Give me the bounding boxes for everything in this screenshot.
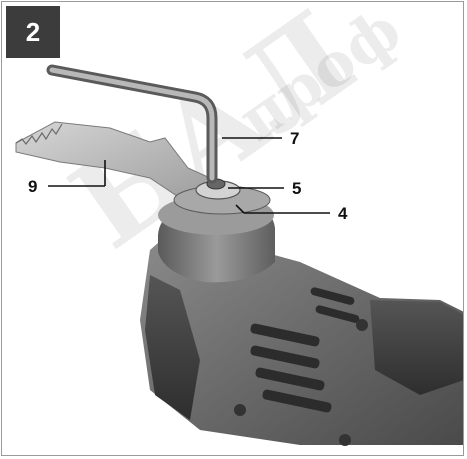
blade-teeth bbox=[15, 123, 63, 145]
vent-slots bbox=[250, 287, 360, 413]
leader-lines bbox=[48, 137, 330, 214]
hex-wrench-highlight bbox=[49, 67, 215, 181]
tool-grip-rear bbox=[370, 300, 464, 395]
callout-flange: 5 bbox=[292, 179, 302, 198]
step-badge: 2 bbox=[6, 6, 60, 58]
screw-hole bbox=[339, 434, 351, 446]
screw-hole bbox=[234, 404, 246, 416]
callout-wrench: 7 bbox=[290, 129, 300, 148]
tool-grip bbox=[145, 275, 200, 420]
callout-blade: 9 bbox=[28, 177, 38, 196]
screw-hole bbox=[356, 319, 368, 331]
callout-clamp: 4 bbox=[338, 204, 348, 223]
